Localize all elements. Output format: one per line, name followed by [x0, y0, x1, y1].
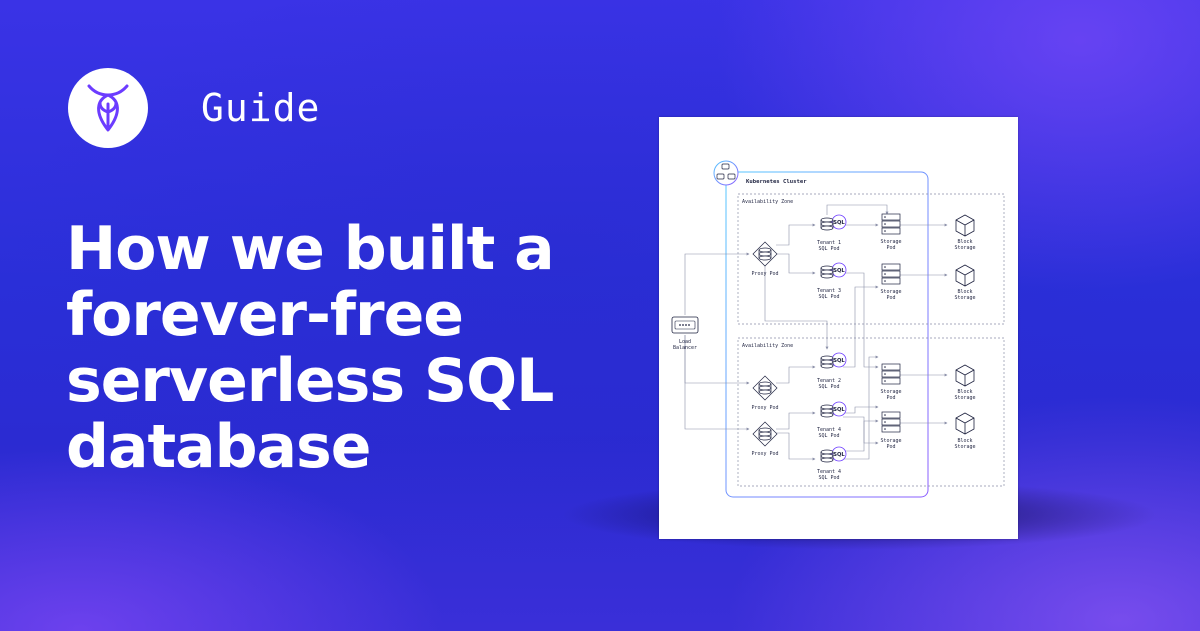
connection-lines [684, 204, 948, 461]
sql-pod-label: Tenant 1 [817, 240, 841, 246]
load-balancer-label: Balancer [673, 345, 697, 351]
kubernetes-cluster-boundary [725, 171, 929, 498]
title-line: database [66, 412, 371, 482]
storage-pod-icon [881, 363, 901, 385]
guide-tag: Guide [201, 86, 321, 130]
sql-badge: SQL [833, 452, 845, 458]
storage-pod-icon [881, 213, 901, 235]
cluster-label: Kubernetes Cluster [746, 179, 807, 185]
availability-zone-1 [737, 193, 1005, 325]
title-line: serverless SQL [66, 346, 554, 416]
block-storage-icon [955, 264, 975, 287]
proxy-pod-icon [752, 375, 778, 401]
storage-pod-label: Pod [886, 395, 895, 401]
sql-pods [820, 214, 847, 463]
sql-pod-icon [820, 262, 847, 279]
zone-label: Availability Zone [742, 343, 793, 349]
block-storage [955, 214, 975, 435]
proxy-pod-label: Proxy Pod [751, 451, 778, 457]
sql-pod-label: SQL Pod [818, 384, 839, 390]
storage-pod-label: Storage [880, 438, 901, 444]
sql-badge: SQL [833, 220, 845, 226]
proxy-pod-icon [752, 421, 778, 447]
block-storage-label: Block [957, 389, 972, 395]
load-balancer-label: Load [679, 339, 691, 345]
sql-pod-label: Tenant 3 [817, 288, 841, 294]
sql-pod-icon [820, 214, 847, 231]
page-title: How we built a forever-free serverless S… [66, 216, 626, 480]
kubernetes-icon [713, 160, 739, 186]
block-storage-icon [955, 364, 975, 387]
sql-badge: SQL [833, 407, 845, 413]
storage-pod-icon [881, 263, 901, 285]
block-storage-label: Storage [954, 245, 975, 251]
sql-pod-label: SQL Pod [818, 294, 839, 300]
sql-pod-label: Tenant 2 [817, 378, 841, 384]
architecture-diagram-card: Kubernetes Cluster Availability Zone Ava… [659, 117, 1018, 539]
sql-pod-label: Tenant 4 [817, 469, 841, 475]
logo[interactable] [68, 68, 148, 148]
sql-badge: SQL [833, 268, 845, 274]
sql-pod-icon [820, 446, 847, 463]
cockroach-logo-icon [87, 84, 129, 132]
storage-pods [881, 213, 901, 433]
block-storage-icon [955, 214, 975, 237]
sql-pod-label: SQL Pod [818, 475, 839, 481]
block-storage-label: Block [957, 438, 972, 444]
sql-pod-icon [820, 401, 847, 418]
title-line: How we built a [66, 214, 555, 284]
block-storage-label: Storage [954, 295, 975, 301]
storage-pod-label: Pod [886, 295, 895, 301]
storage-pod-label: Pod [886, 444, 895, 450]
sql-pod-label: Tenant 4 [817, 427, 841, 433]
zone-label: Availability Zone [742, 199, 793, 205]
block-storage-label: Storage [954, 444, 975, 450]
storage-pod-label: Storage [880, 289, 901, 295]
load-balancer-icon [671, 316, 699, 334]
sql-badge: SQL [833, 358, 845, 364]
block-storage-icon [955, 412, 975, 435]
proxy-pod-label: Proxy Pod [751, 405, 778, 411]
block-storage-label: Storage [954, 395, 975, 401]
block-storage-label: Block [957, 239, 972, 245]
storage-pod-label: Storage [880, 389, 901, 395]
proxy-pods [752, 241, 778, 447]
proxy-pod-icon [752, 241, 778, 267]
proxy-pod-label: Proxy Pod [751, 271, 778, 277]
sql-pod-label: SQL Pod [818, 246, 839, 252]
title-line: forever-free [66, 280, 464, 350]
storage-pod-icon [881, 411, 901, 433]
availability-zone-2 [737, 337, 1005, 487]
storage-pod-label: Pod [886, 245, 895, 251]
block-storage-label: Block [957, 289, 972, 295]
architecture-diagram: Kubernetes Cluster Availability Zone Ava… [671, 160, 1005, 498]
storage-pod-label: Storage [880, 239, 901, 245]
sql-pod-icon [820, 352, 847, 369]
sql-pod-label: SQL Pod [818, 433, 839, 439]
